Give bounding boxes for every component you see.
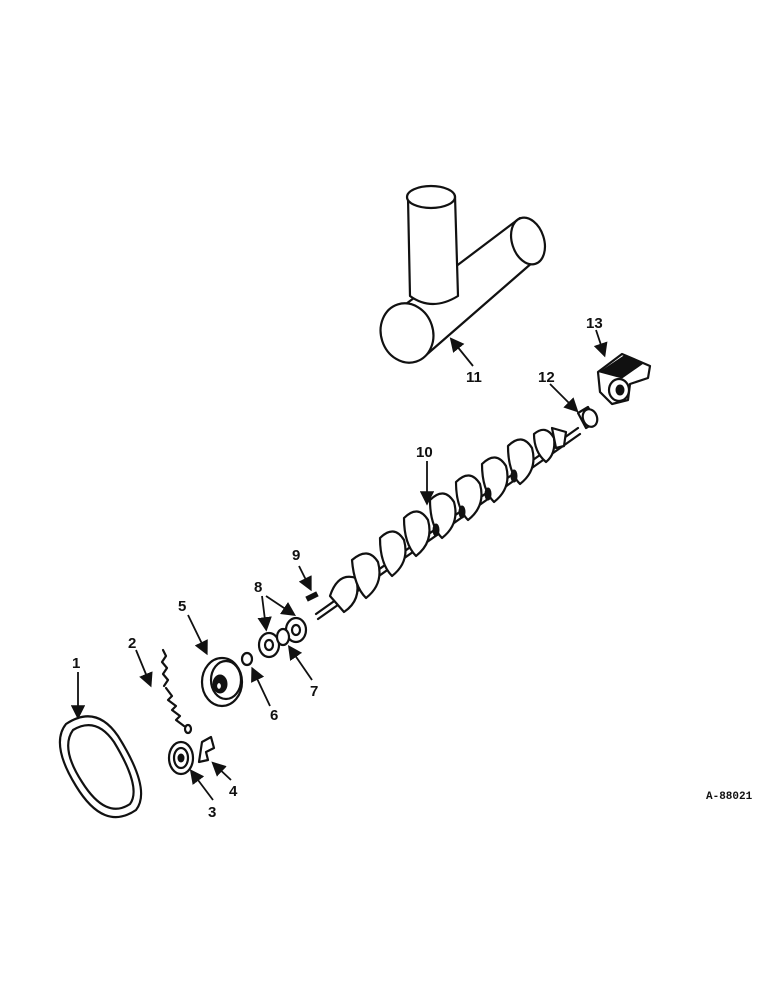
callout-9: 9	[292, 547, 300, 564]
callout-7: 7	[310, 683, 318, 700]
callout-4: 4	[229, 783, 238, 800]
pulley	[200, 656, 244, 708]
bearing-bracket	[596, 352, 652, 406]
callout-13: 13	[586, 315, 603, 332]
callout-3: 3	[208, 804, 216, 821]
idler-pulley	[167, 740, 195, 776]
callout-6: 6	[270, 707, 278, 724]
callout-11: 11	[466, 369, 482, 386]
key	[305, 591, 319, 602]
clip	[197, 735, 216, 764]
reference-code: A-88021	[706, 791, 753, 803]
callout-5: 5	[178, 598, 186, 615]
spacer	[275, 627, 291, 647]
washer-left	[257, 631, 281, 659]
nut	[240, 651, 254, 667]
callout-12: 12	[538, 369, 555, 386]
callout-10: 10	[416, 444, 433, 461]
auger	[314, 426, 582, 621]
tube-housing	[379, 184, 547, 364]
spring-chain	[160, 648, 193, 735]
v-belt	[58, 715, 143, 819]
bushing	[576, 405, 599, 430]
callout-8: 8	[254, 579, 262, 596]
callout-1: 1	[72, 655, 80, 672]
leader-lines	[70, 329, 608, 801]
callout-2: 2	[128, 635, 136, 652]
